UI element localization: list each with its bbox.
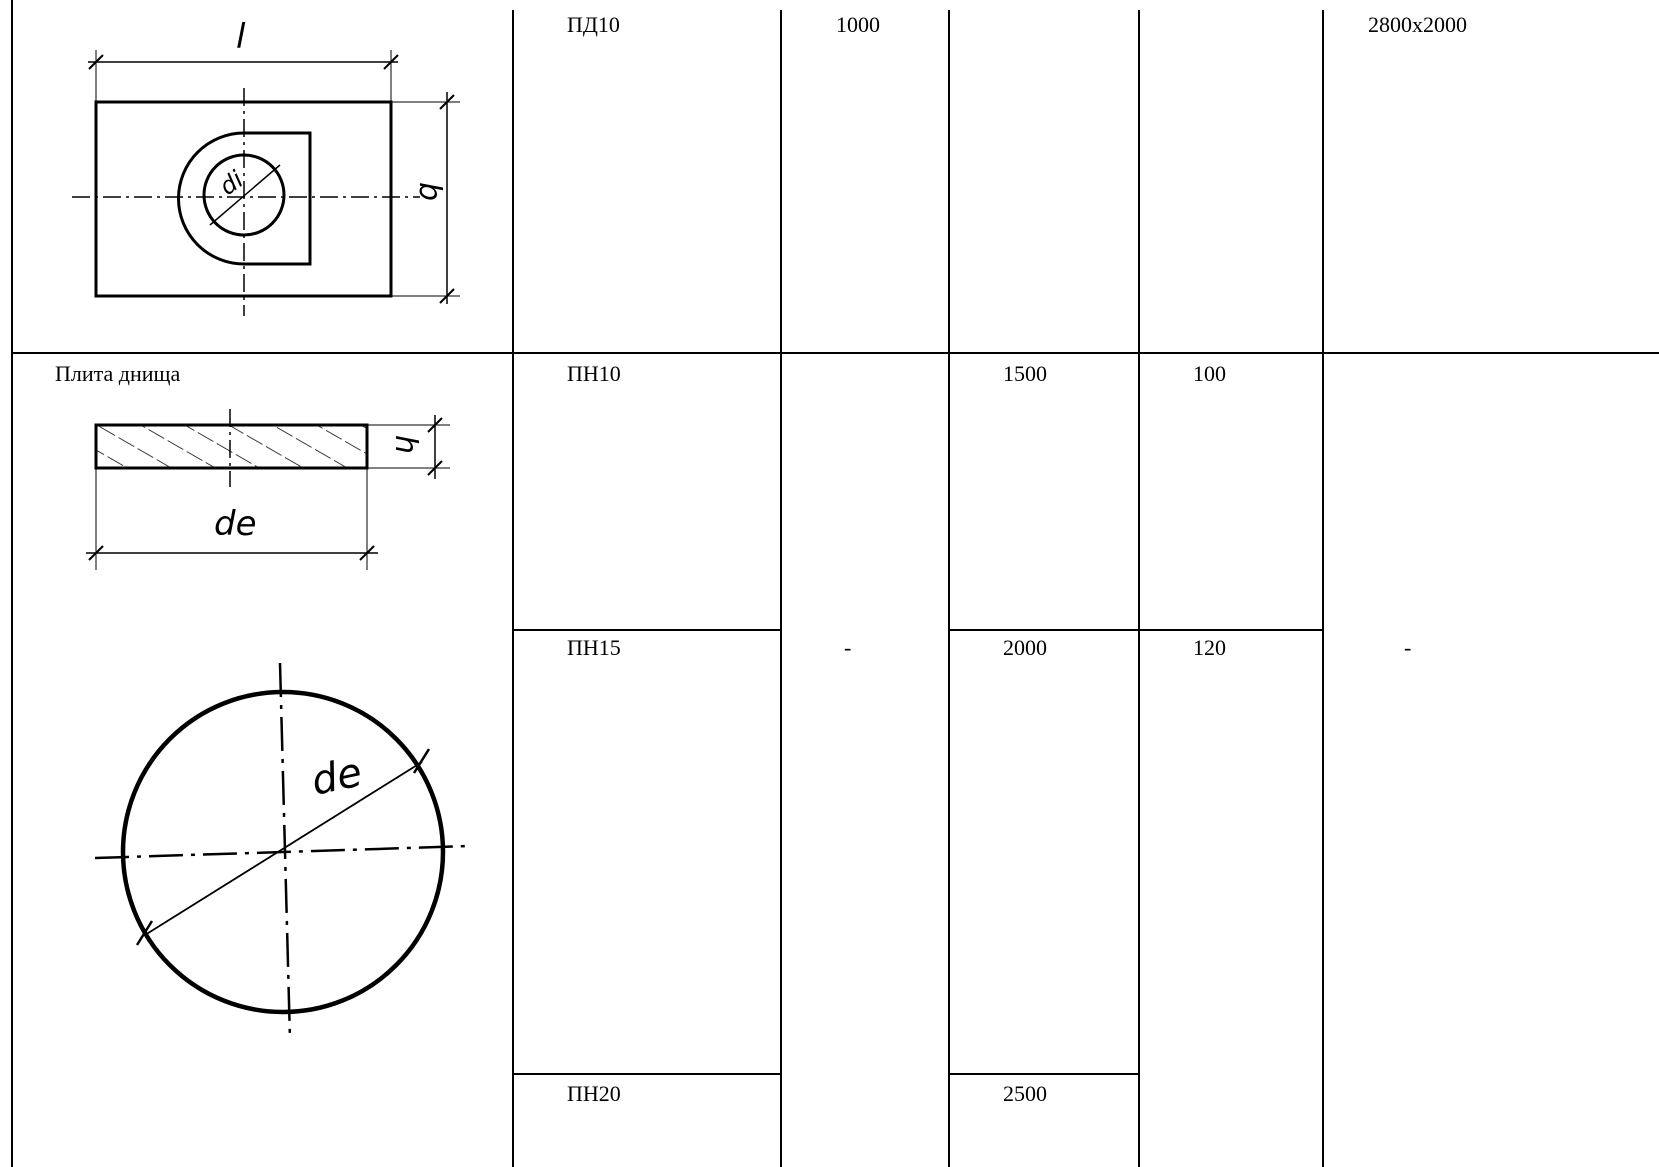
- bottom-plate-plan-drawing: de: [94, 662, 471, 1041]
- value-pn15-d: 2000: [1003, 635, 1047, 660]
- label-circle-diameter: de: [308, 749, 366, 804]
- value-pn15-c: -: [844, 635, 852, 660]
- grid-line-pn15-value: [948, 1073, 1140, 1075]
- grid-line-left: [11, 0, 13, 1167]
- top-plate-drawing: l b di: [72, 17, 460, 316]
- grid-line-col2: [780, 10, 782, 1167]
- grid-line-col1: [512, 10, 514, 1167]
- mark-pn15: ПН15: [567, 635, 621, 660]
- grid-line-row-divider: [11, 352, 1659, 354]
- grid-line-pn10-values: [948, 629, 1324, 631]
- grid-line-pn10-mark: [512, 629, 782, 631]
- value-pn10-d: 1500: [1003, 361, 1047, 386]
- value-pn15-e: 120: [1193, 635, 1226, 660]
- value-pd10-f: 2800x2000: [1368, 12, 1467, 37]
- value-pn15-f: -: [1404, 635, 1412, 660]
- bottom-plate-section-drawing: h de: [86, 409, 450, 570]
- label-height: h: [388, 435, 423, 454]
- label-section-diameter: de: [214, 504, 257, 544]
- grid-line-pn15-mark: [512, 1073, 782, 1075]
- value-pn10-e: 100: [1193, 361, 1226, 386]
- grid-line-col5: [1322, 10, 1324, 1167]
- label-width: b: [412, 182, 447, 201]
- mark-pn10: ПН10: [567, 361, 621, 386]
- mark-pd10: ПД10: [567, 12, 620, 37]
- grid-line-col4: [1138, 10, 1140, 1167]
- label-length: l: [236, 17, 246, 57]
- grid-line-col3: [948, 10, 950, 1167]
- description-bottom-plate: Плита днища: [55, 361, 181, 386]
- mark-pn20: ПН20: [567, 1081, 621, 1106]
- value-pn20-d: 2500: [1003, 1081, 1047, 1106]
- value-pd10-c: 1000: [836, 12, 880, 37]
